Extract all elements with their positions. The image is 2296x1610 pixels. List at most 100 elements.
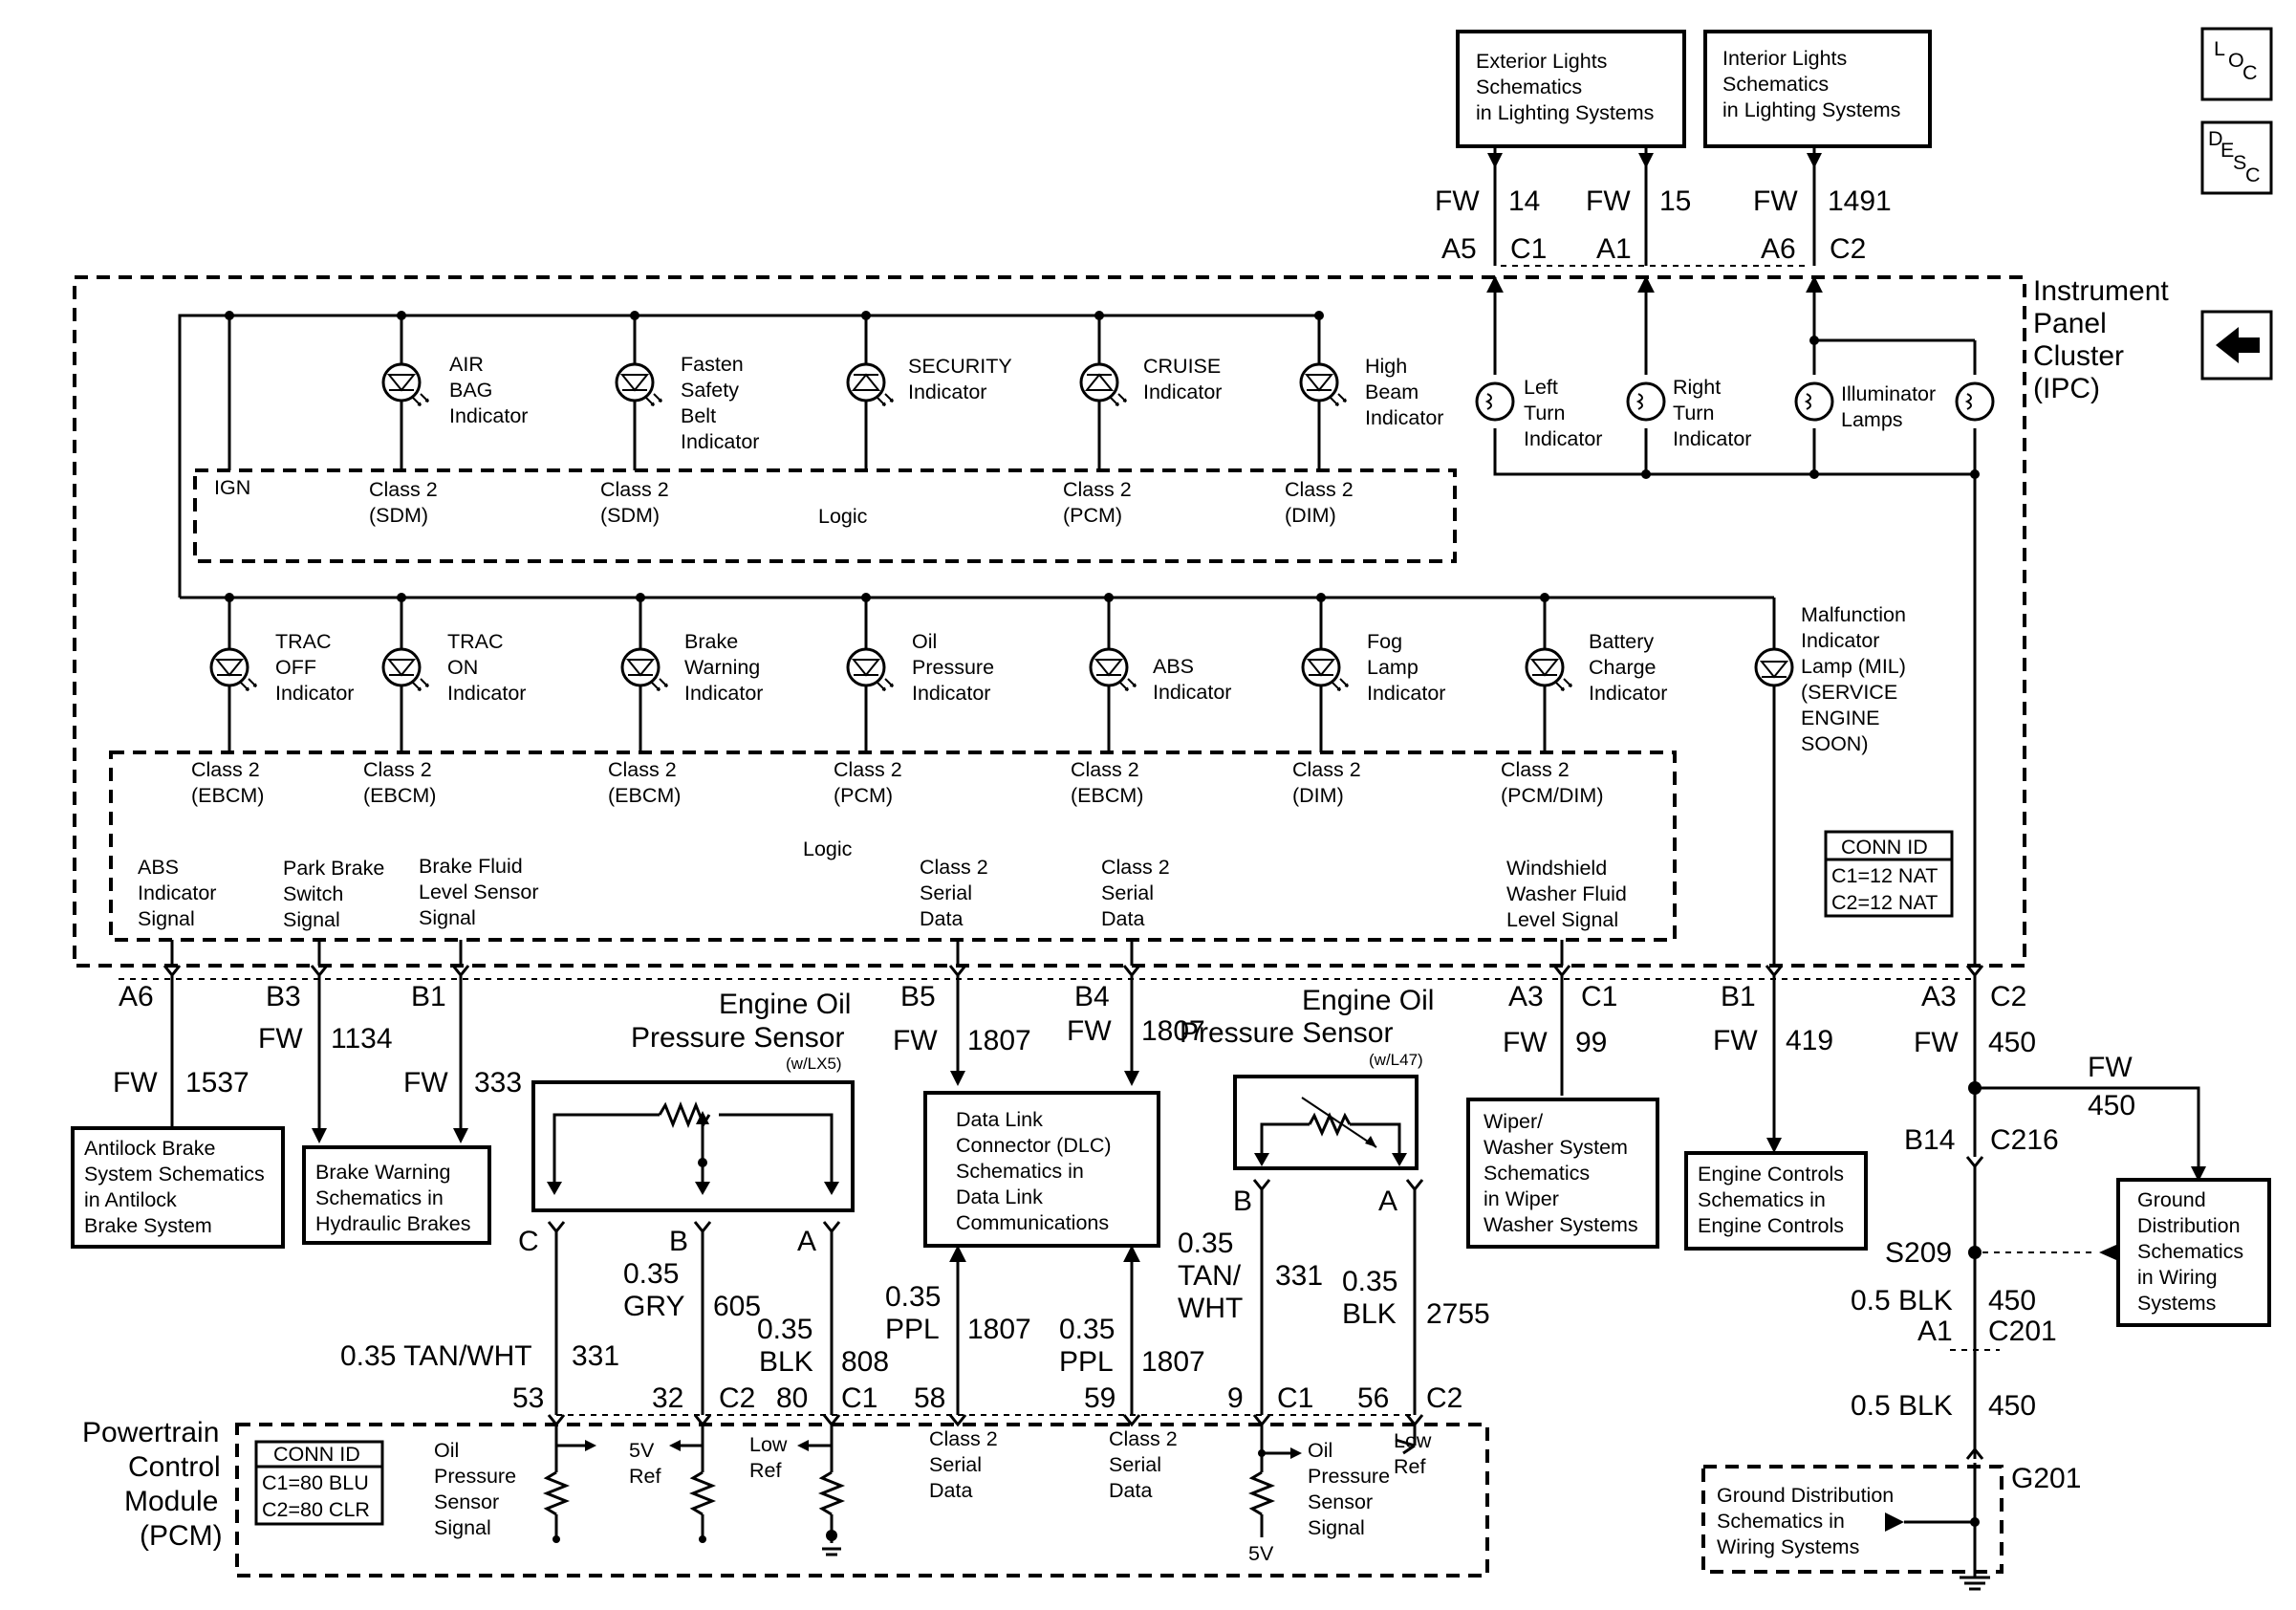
- svg-text:Data: Data: [929, 1479, 972, 1502]
- svg-text:Switch: Switch: [283, 882, 343, 905]
- dlc-ref[interactable]: Data Link Connector (DLC) Schematics in …: [923, 1091, 1160, 1248]
- svg-text:Indicator: Indicator: [1365, 406, 1443, 429]
- svg-text:Class 2: Class 2: [191, 758, 260, 781]
- svg-text:Module: Module: [124, 1486, 218, 1517]
- wiper-ref[interactable]: Wiper/ Washer System Schematics in Wiper…: [1466, 1098, 1659, 1249]
- ground-dist-ref-1[interactable]: Ground Distribution Schematics in Wiring…: [2116, 1178, 2271, 1327]
- svg-text:Exterior Lights: Exterior Lights: [1476, 50, 1607, 73]
- svg-text:0.35: 0.35: [1178, 1228, 1233, 1259]
- svg-text:0.35: 0.35: [885, 1281, 941, 1313]
- svg-text:Level Sensor: Level Sensor: [419, 881, 539, 903]
- ground-dist-ref-2[interactable]: Ground Distribution Schematics in Wiring…: [1717, 1484, 1894, 1558]
- svg-text:Beam: Beam: [1365, 381, 1419, 403]
- loc-button[interactable]: L O C: [2200, 27, 2273, 101]
- svg-text:Brake System: Brake System: [84, 1214, 212, 1237]
- svg-text:Indicator: Indicator: [1673, 427, 1751, 450]
- svg-text:E: E: [2220, 139, 2234, 162]
- svg-text:Serial: Serial: [1109, 1453, 1161, 1476]
- back-arrow-icon: [2216, 327, 2260, 363]
- svg-text:Hydraulic Brakes: Hydraulic Brakes: [315, 1212, 471, 1235]
- foglamp-led-icon: [1301, 647, 1349, 691]
- svg-text:Class 2: Class 2: [1501, 758, 1570, 781]
- svg-text:58: 58: [914, 1382, 945, 1414]
- svg-text:Powertrain: Powertrain: [82, 1417, 219, 1448]
- svg-text:605: 605: [713, 1291, 761, 1322]
- svg-text:Turn: Turn: [1673, 402, 1714, 424]
- svg-text:C1: C1: [1581, 981, 1617, 1012]
- svg-text:ABS: ABS: [1153, 655, 1194, 678]
- svg-text:Park Brake: Park Brake: [283, 857, 384, 880]
- ign-label: IGN: [214, 476, 250, 499]
- svg-text:Low: Low: [1394, 1429, 1432, 1452]
- svg-text:Oil: Oil: [1308, 1439, 1332, 1462]
- svg-text:A1: A1: [1596, 233, 1632, 265]
- svg-text:C216: C216: [1990, 1124, 2059, 1156]
- exterior-lights-ref[interactable]: Exterior Lights Schematics in Lighting S…: [1456, 30, 1686, 148]
- svg-text:BLK: BLK: [1342, 1298, 1397, 1330]
- svg-text:C1: C1: [1277, 1382, 1313, 1414]
- svg-text:Ref: Ref: [1394, 1455, 1425, 1478]
- brake-warning-ref[interactable]: Brake Warning Schematics in Hydraulic Br…: [302, 1145, 491, 1245]
- svg-text:59: 59: [1084, 1382, 1116, 1414]
- svg-text:FW: FW: [1067, 1015, 1112, 1047]
- svg-text:(PCM): (PCM): [1063, 504, 1122, 527]
- svg-text:Pressure Sensor: Pressure Sensor: [1180, 1017, 1393, 1049]
- svg-text:Engine Controls: Engine Controls: [1698, 1214, 1844, 1237]
- pcm-conn-id: CONN ID C1=80 BLU C2=80 CLR: [254, 1440, 384, 1526]
- svg-text:B14: B14: [1904, 1124, 1955, 1156]
- svg-text:808: 808: [841, 1346, 889, 1378]
- svg-text:System Schematics: System Schematics: [84, 1163, 265, 1186]
- svg-text:B1: B1: [1721, 981, 1756, 1012]
- abs-ref[interactable]: Antilock Brake System Schematics in Anti…: [71, 1126, 285, 1249]
- svg-text:Indicator: Indicator: [681, 430, 759, 453]
- svg-text:Instrument: Instrument: [2033, 275, 2169, 307]
- desc-button[interactable]: D E S C: [2200, 120, 2273, 195]
- pcm-title: Powertrain Control Module (PCM): [82, 1417, 223, 1552]
- svg-text:Class 2: Class 2: [1101, 856, 1170, 879]
- svg-text:ABS: ABS: [138, 856, 179, 879]
- svg-text:Data Link: Data Link: [956, 1186, 1043, 1208]
- svg-text:B1: B1: [411, 981, 446, 1012]
- interior-lights-ref[interactable]: Interior Lights Schematics in Lighting S…: [1703, 30, 1932, 148]
- svg-text:B: B: [669, 1226, 688, 1257]
- svg-text:Ref: Ref: [749, 1459, 781, 1482]
- svg-text:Schematics: Schematics: [2137, 1240, 2243, 1263]
- svg-text:Signal: Signal: [419, 906, 476, 929]
- svg-text:1807: 1807: [1141, 1346, 1205, 1378]
- tracoff-led-icon: [209, 647, 257, 691]
- svg-text:Lamp: Lamp: [1367, 656, 1419, 679]
- svg-text:A3: A3: [1921, 981, 1957, 1012]
- battery-led-icon: [1525, 647, 1572, 691]
- back-button[interactable]: [2200, 310, 2273, 381]
- right-lamp-section: Left Turn Indicator Right Turn Indicator…: [1475, 275, 1995, 966]
- svg-text:450: 450: [1988, 1390, 2036, 1422]
- svg-text:B5: B5: [900, 981, 936, 1012]
- svg-text:TAN/: TAN/: [1178, 1260, 1242, 1292]
- ground-circuit: FW 450 B14 C216 S209 0.5 BLK 450 A1 C201…: [1701, 1052, 2206, 1591]
- svg-text:Lamps: Lamps: [1841, 408, 1903, 431]
- svg-text:TRAC: TRAC: [447, 630, 504, 653]
- svg-text:419: 419: [1786, 1025, 1833, 1056]
- svg-text:A6: A6: [1761, 233, 1796, 265]
- svg-text:A3: A3: [1508, 981, 1544, 1012]
- svg-text:Class 2: Class 2: [1071, 758, 1139, 781]
- svg-text:Class 2: Class 2: [1292, 758, 1361, 781]
- svg-text:Indicator: Indicator: [449, 404, 528, 427]
- svg-text:Class 2: Class 2: [600, 478, 669, 501]
- svg-text:FW: FW: [113, 1067, 158, 1099]
- svg-text:(DIM): (DIM): [1285, 504, 1336, 527]
- engine-controls-ref[interactable]: Engine Controls Schematics in Engine Con…: [1684, 1151, 1868, 1251]
- svg-text:FW: FW: [1503, 1027, 1548, 1058]
- ipc-output-wires: A6 FW 1537 B3 FW 1134 B1 FW 333 B5 FW 18…: [113, 965, 2036, 1157]
- svg-text:FW: FW: [258, 1023, 303, 1055]
- svg-text:Warning: Warning: [684, 656, 760, 679]
- svg-text:Fasten: Fasten: [681, 353, 744, 376]
- svg-text:in Lighting Systems: in Lighting Systems: [1476, 101, 1654, 124]
- svg-text:AIR: AIR: [449, 353, 484, 376]
- svg-text:15: 15: [1659, 185, 1691, 217]
- highbeam-led-icon: [1299, 362, 1347, 406]
- svg-text:0.35: 0.35: [1059, 1314, 1115, 1345]
